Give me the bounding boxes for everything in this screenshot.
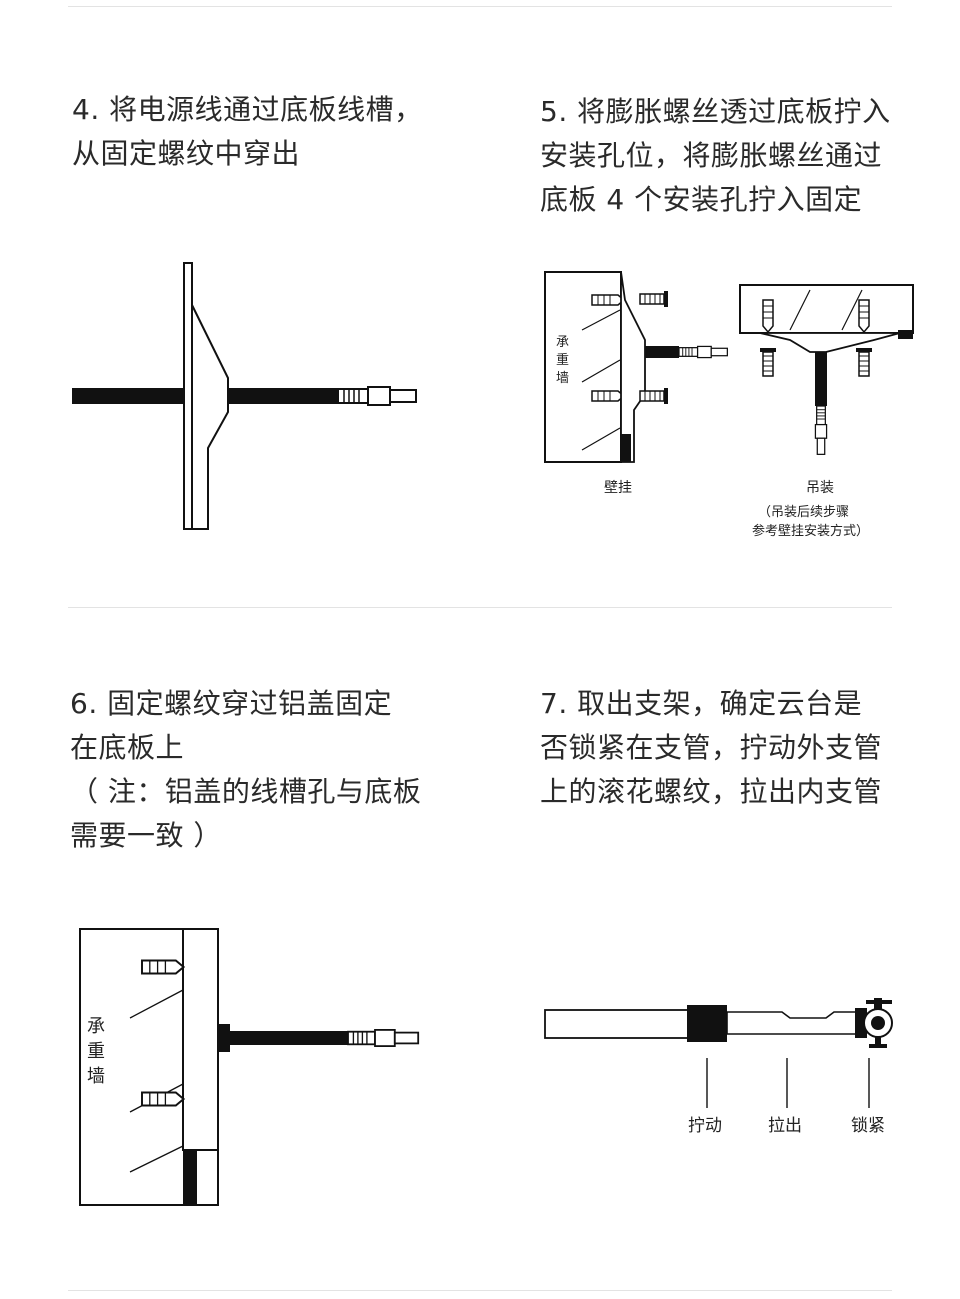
cable [230, 1031, 348, 1045]
wall-label-2: 重 [556, 352, 569, 368]
screw-icon [855, 347, 873, 377]
diagram-5-ceiling-mount: 吊装 （吊装后续步骤 参考壁挂安装方式） [739, 284, 914, 539]
mount-base [191, 304, 229, 530]
step-7-text: 7. 取出支架，确定云台是 否锁紧在支管，拧动外支管 上的滚花螺纹，拉出内支管 [540, 682, 882, 814]
anchor-icon [141, 959, 185, 975]
wall-label-3: 墙 [87, 1066, 105, 1087]
step-4-line-2: 从固定螺纹中穿出 [72, 137, 301, 170]
step-6-line-4: 需要一致 ） [70, 819, 222, 852]
ball-head [855, 998, 893, 1048]
wall-label-2: 重 [87, 1041, 105, 1062]
ceiling-mount-label: 吊装 [806, 480, 834, 496]
base-plate [182, 928, 219, 1151]
diagram-7: 拧动 拉出 锁紧 [544, 998, 893, 1136]
middle-divider [68, 607, 892, 608]
anchor-icon [591, 294, 625, 306]
mount-base [759, 332, 901, 353]
step-7-line-3: 上的滚花螺纹，拉出内支管 [540, 775, 883, 808]
thread-nut [218, 1024, 230, 1052]
cable-left [72, 388, 187, 404]
anchor-icon [141, 1091, 185, 1107]
cable [645, 346, 679, 358]
diagram-6: 承 重 墙 [79, 928, 420, 1206]
pull-label: 拉出 [768, 1116, 802, 1136]
base-plate [183, 262, 193, 530]
wall-label-3: 墙 [556, 371, 569, 386]
power-plug [337, 386, 417, 406]
cable [815, 352, 827, 406]
anchor-icon [858, 299, 870, 333]
wall-mount-label: 壁挂 [604, 480, 632, 496]
step-5-line-2: 安装孔位，将膨胀螺丝通过 [540, 139, 883, 172]
inner-tube [726, 1011, 857, 1035]
power-plug [347, 1029, 420, 1047]
wall-label-1: 承 [556, 335, 569, 350]
anchor-icon [591, 390, 625, 402]
diagram-4 [72, 262, 417, 530]
step-6-line-3: （ 注：铝盖的线槽孔与底板 [70, 775, 422, 808]
bottom-divider [68, 1290, 892, 1291]
top-divider [68, 6, 892, 7]
twist-label: 拧动 [688, 1116, 722, 1136]
step-5-line-1: 5. 将膨胀螺丝透过底板拧入 [540, 95, 891, 128]
knurled-nut [687, 1005, 727, 1042]
step-6-line-2: 在底板上 [70, 731, 185, 764]
screw-icon [639, 387, 669, 405]
step-7-line-2: 否锁紧在支管，拧动外支管 [540, 731, 883, 764]
step-4-line-1: 4. 将电源线通过底板线槽， [72, 93, 423, 126]
ceiling-note-2: 参考壁挂安装方式） [752, 523, 869, 539]
step-5-line-3: 底板 4 个安装孔拧入固定 [540, 183, 863, 216]
cable-down [183, 1150, 197, 1205]
screw-icon [759, 347, 777, 377]
step-6-line-1: 6. 固定螺纹穿过铝盖固定 [70, 687, 393, 720]
step-5-text: 5. 将膨胀螺丝透过底板拧入 安装孔位，将膨胀螺丝通过 底板 4 个安装孔拧入固… [540, 90, 891, 222]
diagram-5-wall-mount: 承 重 墙 壁挂 [544, 271, 728, 496]
lock-label: 锁紧 [851, 1116, 885, 1136]
power-plug [814, 405, 828, 455]
step-7-line-1: 7. 取出支架，确定云台是 [540, 687, 863, 720]
screw-icon [639, 290, 669, 308]
anchor-icon [762, 299, 774, 333]
step-4-text: 4. 将电源线通过底板线槽， 从固定螺纹中穿出 [72, 88, 423, 176]
ceiling-note-1: （吊装后续步骤 [758, 505, 849, 520]
outer-tube [544, 1009, 689, 1039]
power-plug [678, 345, 728, 359]
step-6-text: 6. 固定螺纹穿过铝盖固定 在底板上 （ 注：铝盖的线槽孔与底板 需要一致 ） [70, 682, 421, 858]
wall-label-1: 承 [87, 1016, 105, 1037]
cable-right [228, 388, 338, 404]
